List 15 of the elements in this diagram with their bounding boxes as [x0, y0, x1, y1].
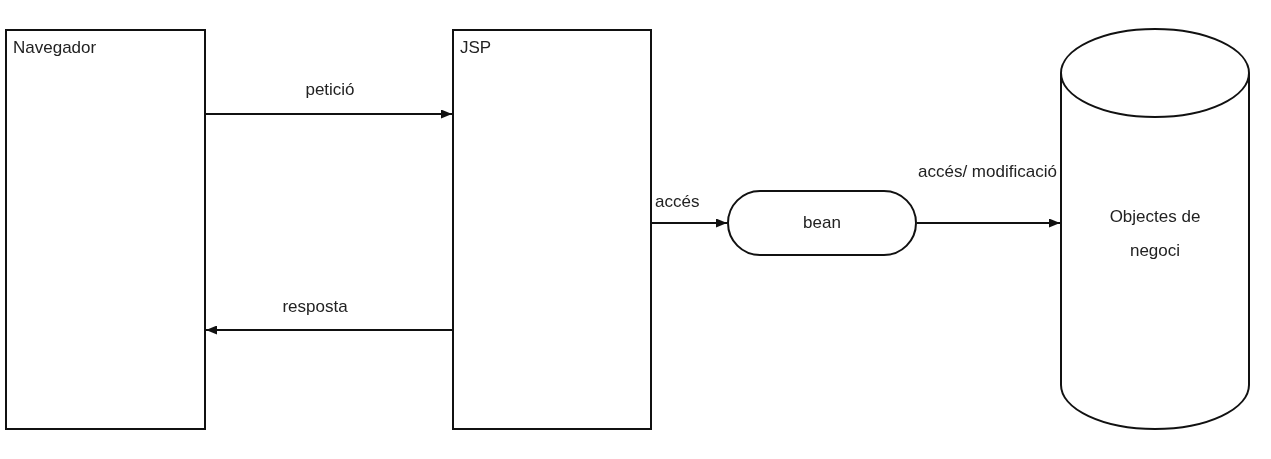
- arrow: [916, 218, 1061, 228]
- arrow: [651, 218, 728, 228]
- arrow: [205, 109, 453, 119]
- edge-label: accés/ modificació: [918, 161, 1058, 183]
- node-label: bean: [803, 212, 841, 235]
- edge-label: accés: [655, 191, 701, 213]
- node-label: Navegador: [13, 37, 97, 59]
- edge-label: petició: [304, 79, 356, 101]
- database-cylinder: [1060, 28, 1250, 430]
- component-box: [5, 29, 206, 430]
- node-label: JSP: [460, 37, 492, 59]
- node-label: Objectes de negoci: [1108, 206, 1202, 262]
- edge-label: resposta: [281, 296, 349, 318]
- arrow: [205, 325, 453, 335]
- component-box: [452, 29, 652, 430]
